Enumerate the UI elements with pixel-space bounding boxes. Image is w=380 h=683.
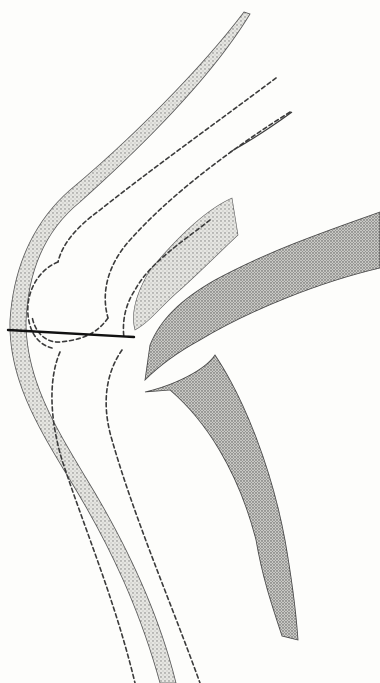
upper-tendon-line xyxy=(230,112,292,152)
femoral-condyle-contour xyxy=(32,316,108,342)
anterior-skin-band xyxy=(10,12,250,683)
